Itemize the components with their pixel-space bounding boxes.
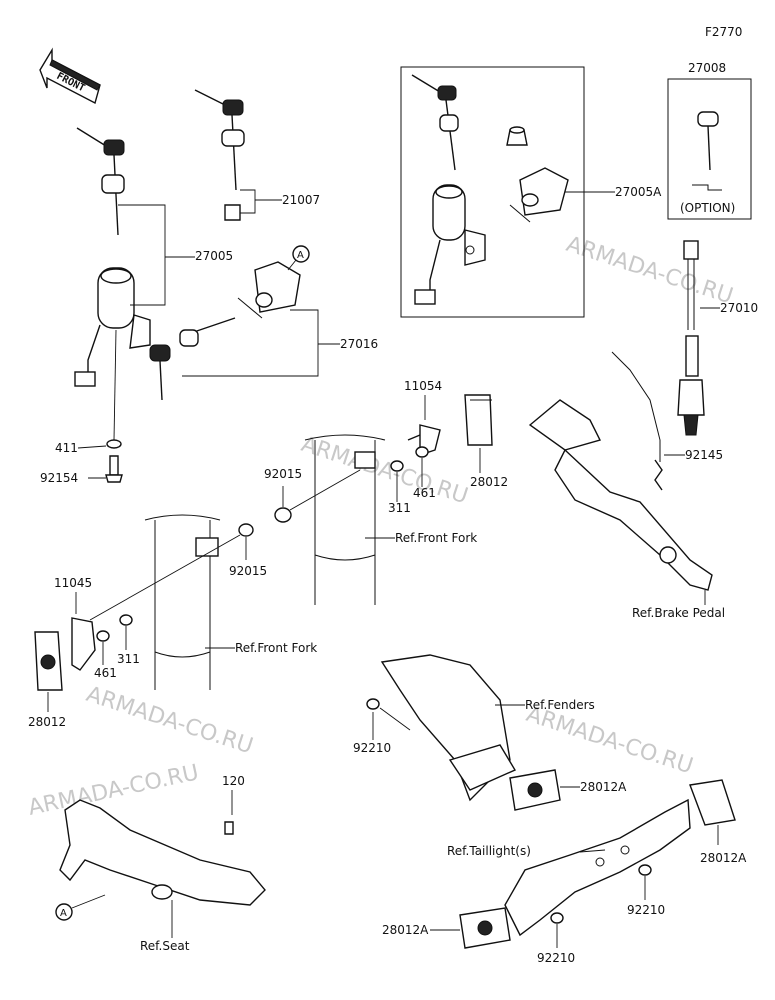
callout-a-upper-letter: A [297, 250, 304, 261]
ref-brake-pedal: Ref.Brake Pedal [632, 606, 725, 620]
label-411: 411 [55, 441, 78, 455]
callout-a-upper [292, 245, 310, 263]
label-120: 120 [222, 774, 245, 788]
label-27005A: 27005A [615, 185, 662, 199]
nut-92210-left-icon [366, 698, 380, 710]
label-28012-upper: 28012 [470, 475, 508, 489]
callout-a-lower-letter: A [60, 908, 67, 919]
watermark-4: ARMADA-CO.RU [523, 702, 696, 779]
reflector-28012-upper-icon [464, 394, 493, 446]
label-28012-lower: 28012 [28, 715, 66, 729]
key-icon [411, 74, 459, 171]
label-92210-bottom: 92210 [537, 951, 575, 965]
leader-411 [77, 445, 107, 449]
reflector-28012-lower-icon [34, 631, 63, 691]
label-28012A-right: 28012A [700, 851, 747, 865]
ref-front-fork-lower: Ref.Front Fork [235, 641, 317, 655]
leader-27016 [182, 309, 340, 377]
callout-a-upper-line [287, 259, 297, 271]
label-28012A-mid: 28012A [580, 780, 627, 794]
reflector-28012A-mid-icon [509, 769, 561, 811]
nut-92210-right-icon [638, 864, 652, 876]
spring-92145-icon [611, 351, 663, 491]
leader-taillight [579, 849, 606, 853]
figure-code: F2770 [705, 25, 742, 39]
label-92154: 92154 [40, 471, 78, 485]
label-461-lower: 461 [94, 666, 117, 680]
key-set-21007-icon [194, 89, 245, 221]
label-11054: 11054 [404, 379, 442, 393]
reflector-28012A-bottom-icon [459, 907, 511, 949]
ref-taillight: Ref.Taillight(s) [447, 844, 531, 858]
leader-92015-upper [282, 469, 361, 511]
front-fork-upper-icon [304, 434, 386, 605]
nut-92015-lower-icon [238, 523, 254, 537]
ignition-switch-27005-icon [74, 267, 151, 441]
nut-311-upper-icon [390, 460, 404, 472]
nut-461-lower-icon [96, 630, 110, 642]
leader-27005 [118, 204, 195, 306]
label-11045: 11045 [54, 576, 92, 590]
label-92210-right: 92210 [627, 903, 665, 917]
fender-bracket-icon [380, 654, 517, 802]
label-27008: 27008 [688, 61, 726, 75]
washer-411-icon [106, 439, 122, 449]
label-27010: 27010 [720, 301, 758, 315]
ref-seat: Ref.Seat [140, 939, 190, 953]
seat-hook-icon [59, 799, 266, 906]
option-box-27008 [667, 78, 752, 220]
front-fork-lower-icon [144, 514, 221, 690]
ref-front-fork-upper: Ref.Front Fork [395, 531, 477, 545]
label-311-lower: 311 [117, 652, 140, 666]
cap-icon [506, 126, 528, 146]
leader-92015-lower [89, 534, 247, 621]
option-label: (OPTION) [680, 201, 735, 215]
label-21007: 21007 [282, 193, 320, 207]
key-set-27005-icon [76, 127, 125, 236]
seat-lock-icon [509, 167, 569, 223]
lock-27016-icon [237, 261, 301, 319]
reflector-28012A-right-icon [689, 779, 736, 826]
taillight-bracket-icon [504, 798, 691, 937]
nut-92015-upper-icon [274, 507, 292, 523]
label-311-upper: 311 [388, 501, 411, 515]
bolt-92154-icon [105, 455, 123, 483]
ignition-switch-icon [414, 184, 486, 305]
label-92015-upper: 92015 [264, 467, 302, 481]
front-arrow-icon: FRONT [39, 47, 101, 105]
brake-pedal-icon [528, 399, 713, 591]
label-461-upper: 461 [413, 486, 436, 500]
leader-92210-left [372, 707, 411, 740]
key-set-27016-icon [149, 317, 236, 401]
watermark-1: ARMADA-CO.RU [563, 232, 736, 309]
watermark-5: ARMADA-CO.RU [26, 760, 201, 821]
callout-a-lower [55, 903, 73, 921]
label-27016: 27016 [340, 337, 378, 351]
watermark-3: ARMADA-CO.RU [83, 682, 256, 759]
label-27005: 27005 [195, 249, 233, 263]
switch-27010-icon [677, 240, 705, 436]
callout-a-lower-line [71, 894, 106, 909]
bracket-11045-icon [71, 617, 96, 671]
ref-fenders: Ref.Fenders [525, 698, 595, 712]
label-28012A-bottom: 28012A [382, 923, 429, 937]
leader-21007 [240, 189, 282, 214]
label-92015-lower: 92015 [229, 564, 267, 578]
label-92145: 92145 [685, 448, 723, 462]
nut-311-lower-icon [119, 614, 133, 626]
option-key-icon [692, 111, 722, 191]
label-92210-left: 92210 [353, 741, 391, 755]
watermark-2: ARMADA-CO.RU [298, 432, 471, 509]
nut-461-upper-icon [415, 446, 429, 458]
nut-92210-bottom-icon [550, 912, 564, 924]
